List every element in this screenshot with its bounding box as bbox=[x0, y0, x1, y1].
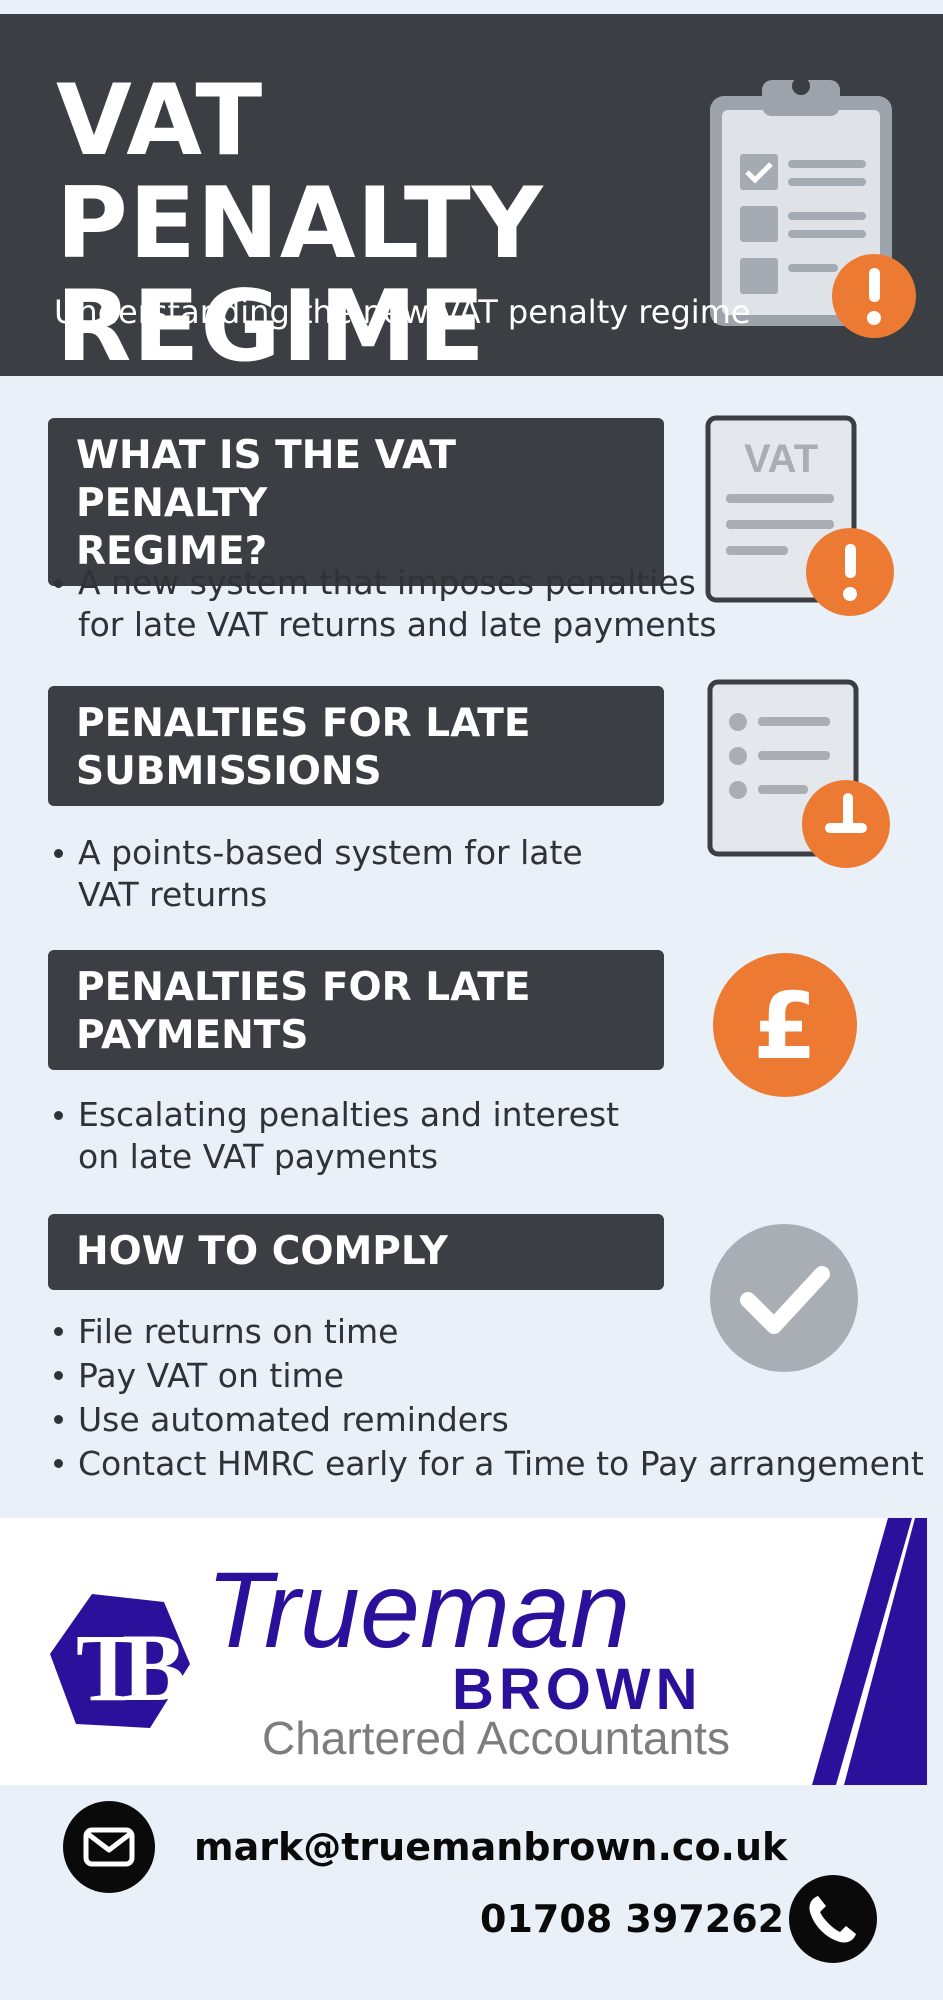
section-heading-line: WHAT IS THE VAT PENALTY bbox=[76, 433, 456, 526]
clipboard-alert-icon bbox=[710, 77, 916, 338]
section-heading-line: REGIME? bbox=[76, 529, 268, 574]
bullet-line: Escalating penalties and interest bbox=[78, 1095, 620, 1134]
title-line-2: REGIME bbox=[56, 270, 486, 384]
vat-document-alert-icon: VAT bbox=[705, 415, 894, 616]
bullet-line: A new system that imposes penalties bbox=[78, 563, 696, 602]
section-heading-line: HOW TO COMPLY bbox=[76, 1229, 448, 1274]
email-link[interactable]: mark@truemanbrown.co.uk bbox=[194, 1825, 788, 1869]
list-item: Use automated reminders bbox=[52, 1398, 924, 1442]
pound-symbol: £ bbox=[753, 973, 817, 1080]
list-item: Pay VAT on time bbox=[52, 1354, 924, 1398]
brand-name-2: BROWN bbox=[452, 1657, 703, 1722]
bullet-line: A points-based system for late bbox=[78, 833, 583, 872]
section-heading-line: PAYMENTS bbox=[76, 1013, 309, 1058]
brand-name: Trueman bbox=[206, 1549, 631, 1670]
section-bullets: Escalating penalties and interest on lat… bbox=[52, 1094, 619, 1178]
list-item: Escalating penalties and interest on lat… bbox=[52, 1094, 619, 1178]
brand-tagline: Chartered Accountants bbox=[262, 1712, 730, 1764]
page-title: VAT PENALTY REGIME bbox=[56, 70, 736, 379]
hero-banner: VAT PENALTY REGIME Understanding the new… bbox=[0, 14, 943, 379]
phone-number[interactable]: 01708 397262 bbox=[480, 1897, 785, 1941]
tb-monogram-logo: TB bbox=[50, 1594, 194, 1728]
section-bullets: A new system that imposes penalties for … bbox=[52, 562, 717, 646]
pound-coin-icon: £ bbox=[713, 953, 857, 1097]
section-heading-what-is: WHAT IS THE VAT PENALTY REGIME? bbox=[48, 418, 664, 586]
section-heading-line: PENALTIES FOR LATE bbox=[76, 701, 531, 746]
bullet-line: VAT returns bbox=[78, 875, 268, 914]
list-item: File returns on time bbox=[52, 1310, 924, 1354]
section-bullets: File returns on time Pay VAT on time Use… bbox=[52, 1310, 924, 1486]
phone-icon bbox=[789, 1875, 877, 1963]
top-strip bbox=[0, 0, 943, 14]
monogram-text: TB bbox=[76, 1614, 184, 1721]
checklist-clock-icon bbox=[707, 679, 890, 868]
vat-label: VAT bbox=[744, 437, 818, 481]
list-item: A points-based system for late VAT retur… bbox=[52, 832, 583, 916]
section-heading-late-submissions: PENALTIES FOR LATE SUBMISSIONS bbox=[48, 686, 664, 806]
envelope-icon bbox=[63, 1801, 155, 1893]
section-heading-line: PENALTIES FOR LATE bbox=[76, 965, 531, 1010]
bullet-line: for late VAT returns and late payments bbox=[78, 605, 717, 644]
logo-stripes bbox=[812, 1518, 927, 1785]
section-heading-how-to-comply: HOW TO COMPLY bbox=[48, 1214, 664, 1290]
section-heading-late-payments: PENALTIES FOR LATE PAYMENTS bbox=[48, 950, 664, 1070]
title-line-1: VAT PENALTY bbox=[56, 64, 544, 281]
page-subtitle: Understanding the new VAT penalty regime bbox=[54, 293, 751, 331]
section-heading-line: SUBMISSIONS bbox=[76, 749, 382, 794]
bullet-line: on late VAT payments bbox=[78, 1137, 439, 1176]
list-item: A new system that imposes penalties for … bbox=[52, 562, 717, 646]
checkmark-circle-icon bbox=[710, 1224, 858, 1372]
section-bullets: A points-based system for late VAT retur… bbox=[52, 832, 583, 916]
list-item: Contact HMRC early for a Time to Pay arr… bbox=[52, 1442, 924, 1486]
